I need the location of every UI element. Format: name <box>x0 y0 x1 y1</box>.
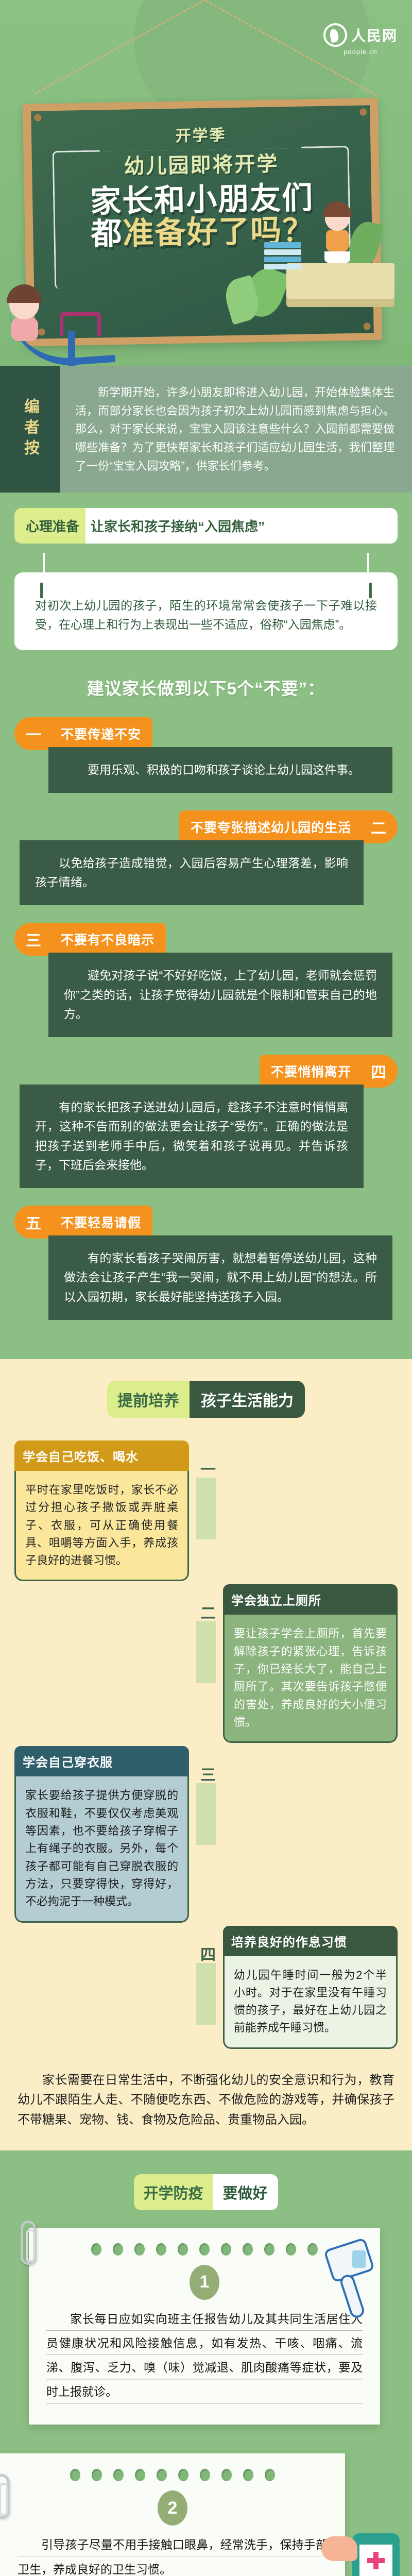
epidemic-item-number: 1 <box>190 2264 219 2300</box>
life-skills-title-highlight: 提前培养 <box>107 1380 190 1418</box>
epidemic-title-main: 要做好 <box>212 2174 278 2210</box>
life-skills-row: 学会自己吃饭、喝水 平时在家里吃饭时，家长不必过分担心孩子撒饭或弄脏桌子、衣服，… <box>14 1440 398 1582</box>
epidemic-note: 1 家长每日应如实向班主任报告幼儿及其共同生活居住人员健康状况和风险接触信息，如… <box>29 2227 380 2425</box>
dont-item-label: 不要有不良暗示 <box>44 923 166 956</box>
dont-item-label: 不要轻易请假 <box>44 1206 153 1239</box>
epidemic-section-header: 开学防疫 要做好 <box>0 2174 412 2210</box>
skill-rail-band <box>196 1783 216 1845</box>
skill-rail: 四 <box>189 1926 223 2025</box>
skill-rail: 三 <box>189 1746 223 1845</box>
editor-note-body: 新学期开始，许多小朋友即将进入幼儿园，开始体验集体生活，而部分家长也会因为孩子初… <box>75 386 394 472</box>
hero-banner: 人民网 people.cn 开学季 幼儿园即将开学 家长和小朋友们 都准备好了吗… <box>0 0 412 366</box>
skill-number: 四 <box>198 1946 215 1963</box>
epidemic-title-highlight: 开学防疫 <box>134 2174 213 2210</box>
psychology-section-header: 心理准备 让家长和孩子接纳“入园焦虑” <box>14 508 398 544</box>
thermometer-icon <box>309 2237 375 2320</box>
psychology-title-highlight: 心理准备 <box>14 508 86 544</box>
dont-item-label: 不要夸张描述幼儿园的生活 <box>179 810 368 843</box>
skill-rail-band <box>196 1477 216 1539</box>
skill-card-body: 家长要给孩子提供方便穿脱的衣服和鞋，不要仅仅考虑美观等因素，也不要给孩子穿帽子上… <box>14 1776 190 1923</box>
dont-item: 不要夸张描述幼儿园的生活 二 以免给孩子造成错觉，入园后容易产生心理落差，影响孩… <box>14 810 398 906</box>
people-cn-logo: 人民网 people.cn <box>323 23 398 56</box>
psychology-quote-card: ❙ ❙ 对初次上幼儿园的孩子，陌生的环境常常会使孩子一下子难以接受，在心理上和行… <box>14 553 398 650</box>
note-holes-decoration <box>46 2241 363 2265</box>
hero-title-line2: 都准备好了吗？ <box>33 213 372 251</box>
psychology-lead-text: 建议家长做到以下5个“不要”： <box>87 679 325 698</box>
dont-item-body: 要用乐观、积极的口吻和孩子谈论上幼儿园这件事。 <box>48 747 392 793</box>
life-skills-section-header: 提前培养 孩子生活能力 <box>14 1380 398 1418</box>
dont-item-number: 四 <box>359 1055 398 1088</box>
skill-rail: 一 <box>189 1440 223 1539</box>
epidemic-section: 开学防疫 要做好 1 家长每日应如实向班主任报告幼儿及其共同生活居住人员健康状况… <box>0 2150 412 2576</box>
skill-card-title: 学会独立上厕所 <box>222 1584 398 1615</box>
psychology-title-main: 让家长和孩子接纳“入园焦虑” <box>85 508 398 544</box>
skill-card-title: 培养良好的作息习惯 <box>222 1925 398 1956</box>
people-logo-icon <box>323 23 347 47</box>
skill-card: 学会自己穿衣服 家长要给孩子提供方便穿脱的衣服和鞋，不要仅仅考虑美观等因素，也不… <box>14 1746 190 1923</box>
dont-item: 不要悄悄离开 四 有的家长把孩子送进幼儿园后，趁孩子不注意时悄悄离开，这种不告而… <box>14 1055 398 1189</box>
epidemic-item-number: 2 <box>158 2490 187 2526</box>
hero-kicker: 开学季 <box>175 127 227 145</box>
dont-item-body: 有的家长看孩子哭闹厉害，就想着暂停送幼儿园，这种做法会让孩子产生“我一哭闹，就不… <box>48 1235 392 1320</box>
dont-item-label: 不要传递不安 <box>44 717 153 750</box>
editor-note-tab: 编者按 <box>0 366 60 493</box>
hero-title-line2-white: 都 <box>90 216 123 251</box>
skill-card-body: 平时在家里吃饭时，家长不必过分担心孩子撒饭或弄脏桌子、衣服，可从正确使用餐具、咀… <box>14 1470 190 1582</box>
dont-item-body: 以免给孩子造成错觉，入园后容易产生心理落差，影响孩子情绪。 <box>20 840 364 906</box>
dont-item: 三 不要有不良暗示 避免对孩子说“不好好吃饭，上了幼儿园，老师就会惩罚你”之类的… <box>14 923 398 1038</box>
dont-item-number: 二 <box>359 810 398 843</box>
skill-rail-band <box>196 1621 216 1684</box>
skill-rail-band <box>196 1962 216 2025</box>
skill-number: 一 <box>198 1461 215 1478</box>
skill-number: 三 <box>198 1767 215 1784</box>
skill-card-title: 学会自己穿衣服 <box>14 1746 190 1777</box>
boy-illustration <box>7 284 42 341</box>
platform-decoration <box>286 263 394 307</box>
note-holes-decoration <box>18 2467 328 2490</box>
psychology-section: 心理准备 让家长和孩子接纳“入园焦虑” ❙ ❙ 对初次上幼儿园的孩子，陌生的环境… <box>0 493 412 1359</box>
board-screw-icon <box>363 323 371 330</box>
epidemic-note-1-wrap: 1 家长每日应如实向班主任报告幼儿及其共同生活居住人员健康状况和风险接触信息，如… <box>0 2220 412 2425</box>
skill-card-body: 幼儿园午睡时间一般为2个半小时。对于在家里没有午睡习惯的孩子，最好在上幼儿园之前… <box>222 1956 398 2049</box>
skill-card-body: 要让孩子学会上厕所，首先要解除孩子的紧张心理，告诉孩子，你已经长大了，能自己上厕… <box>222 1615 398 1743</box>
paperclip-icon <box>0 2474 9 2519</box>
skill-card: 学会独立上厕所 要让孩子学会上厕所，首先要解除孩子的紧张心理，告诉孩子，你已经长… <box>222 1584 398 1743</box>
skill-card: 培养良好的作息习惯 幼儿园午睡时间一般为2个半小时。对于在家里没有午睡习惯的孩子… <box>222 1925 398 2049</box>
dont-item-label: 不要悄悄离开 <box>259 1055 368 1088</box>
skill-number: 二 <box>198 1605 215 1622</box>
book-stack-icon <box>264 242 301 271</box>
paperclip-icon <box>21 2220 36 2265</box>
skill-card: 学会自己吃饭、喝水 平时在家里吃饭时，家长不必过分担心孩子撒饭或弄脏桌子、衣服，… <box>14 1440 190 1582</box>
brand-name: 人民网 <box>351 28 398 44</box>
hero-subtitle: 幼儿园即将开学 <box>124 152 279 178</box>
epidemic-item-body: 引导孩子尽量不用手接触口眼鼻，经常洗手，保持手部卫生，养成良好的卫生习惯。 <box>18 2533 328 2576</box>
girl-illustration <box>323 201 352 263</box>
life-skills-section: 提前培养 孩子生活能力 学会自己吃饭、喝水 平时在家里吃饭时，家长不必过分担心孩… <box>0 1359 412 2150</box>
skill-card-title: 学会自己吃饭、喝水 <box>14 1440 190 1471</box>
life-skills-row: 学会自己穿衣服 家长要给孩子提供方便穿脱的衣服和鞋，不要仅仅考虑美观等因素，也不… <box>14 1746 398 1923</box>
safety-note-text: 家长需要在日常生活中，不断强化幼儿的安全意识和行为，教育幼儿不跟陌生人走、不随便… <box>18 2073 394 2127</box>
dont-item-body: 避免对孩子说“不好好吃饭，上了幼儿园，老师就会惩罚你”之类的话，让孩子觉得幼儿园… <box>48 953 392 1038</box>
brand-domain: people.cn <box>344 48 377 56</box>
life-skills-row: 二 学会独立上厕所 要让孩子学会上厕所，首先要解除孩子的紧张心理，告诉孩子，你已… <box>14 1584 398 1743</box>
editor-note-section: 编者按 新学期开始，许多小朋友即将进入幼儿园，开始体验集体生活，而部分家长也会因… <box>0 366 412 493</box>
skill-rail: 二 <box>189 1584 223 1684</box>
hand-sanitizer-icon <box>314 2510 407 2576</box>
life-skills-title-main: 孩子生活能力 <box>190 1380 305 1418</box>
editor-note-tab-label: 编者按 <box>22 398 39 461</box>
dont-item: 一 不要传递不安 要用乐观、积极的口吻和孩子谈论上幼儿园这件事。 <box>14 717 398 793</box>
psychology-quote-text: 对初次上幼儿园的孩子，陌生的环境常常会使孩子一下子难以接受，在心理上和行为上表现… <box>35 599 377 632</box>
epidemic-item-body: 家长每日应如实向班主任报告幼儿及其共同生活居住人员健康状况和风险接触信息，如有发… <box>46 2307 363 2404</box>
playground-slide-illustration <box>8 273 129 366</box>
epidemic-note: 2 引导孩子尽量不用手接触口眼鼻，经常洗手，保持手部卫生，养成良好的卫生习惯。 <box>0 2453 345 2576</box>
dont-item: 五 不要轻易请假 有的家长看孩子哭闹厉害，就想着暂停送幼儿园，这种做法会让孩子产… <box>14 1206 398 1320</box>
life-skills-row: 四 培养良好的作息习惯 幼儿园午睡时间一般为2个半小时。对于在家里没有午睡习惯的… <box>14 1925 398 2049</box>
dont-item-body: 有的家长把孩子送进幼儿园后，趁孩子不注意时悄悄离开，这种不告而别的做法更会让孩子… <box>20 1084 364 1189</box>
epidemic-note-2-wrap: 2 引导孩子尽量不用手接触口眼鼻，经常洗手，保持手部卫生，养成良好的卫生习惯。 <box>0 2453 412 2576</box>
hero-title-line1: 家长和小朋友们 <box>90 180 314 219</box>
life-skills-grid: 学会自己吃饭、喝水 平时在家里吃饭时，家长不必过分担心孩子撒饭或弄脏桌子、衣服，… <box>14 1440 398 2049</box>
